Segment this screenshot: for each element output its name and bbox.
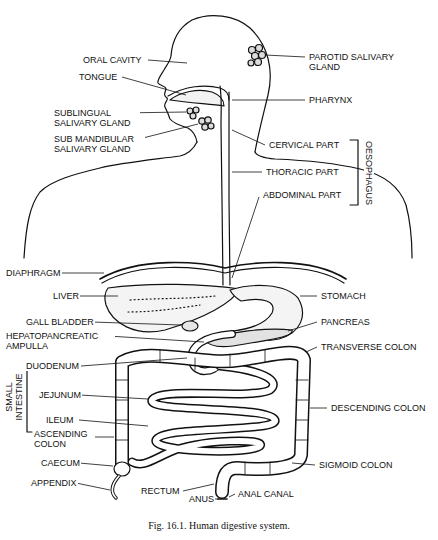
body-outline: [255, 152, 412, 258]
body-outline: [24, 142, 197, 258]
large-intestine: [122, 353, 304, 492]
appendix: [112, 476, 119, 498]
part-label: SMALL INTESTINE: [4, 360, 25, 434]
part-label: ABDOMINAL PART: [262, 190, 342, 200]
part-label: ANUS: [188, 494, 215, 504]
part-label: ORAL CAVITY: [82, 55, 143, 65]
sublingual-gland: [187, 107, 199, 119]
part-label: ANAL CANAL: [237, 489, 295, 499]
head-outline: [158, 16, 270, 152]
part-label: DUODENUM: [25, 361, 80, 371]
anus: [217, 498, 227, 500]
part-label: SUB MANDIBULAR SALIVARY GLAND: [53, 134, 145, 155]
caecum: [114, 462, 130, 476]
part-label: PANCREAS: [320, 317, 371, 327]
appendix: [112, 476, 119, 498]
part-label: DESCENDING COLON: [330, 403, 427, 413]
part-label: GALL BLADDER: [25, 317, 95, 327]
submandibular-gland: [199, 117, 214, 130]
oesophagus: [229, 92, 230, 285]
part-label: RECTUM: [140, 486, 181, 496]
part-label: STOMACH: [320, 291, 367, 301]
bracket: [350, 140, 358, 205]
part-label: APPENDIX: [30, 478, 78, 488]
figure-caption: Fig. 16.1. Human digestive system.: [0, 520, 438, 531]
part-label: HEPATOPANCREATIC AMPULLA: [5, 331, 115, 352]
part-label: CERVICAL PART: [268, 140, 340, 150]
colon-haustra: [116, 350, 308, 474]
small-intestine: [132, 366, 275, 464]
gall-bladder: [182, 321, 198, 331]
part-label: LIVER: [52, 291, 80, 301]
diaphragm: [102, 267, 344, 283]
liver: [128, 296, 215, 312]
part-label: PHARYNX: [308, 95, 353, 105]
part-label: TONGUE: [78, 72, 118, 82]
parotid-gland: [248, 45, 266, 67]
part-label: JEJUNUM: [38, 390, 82, 400]
part-label: TRANSVERSE COLON: [320, 342, 418, 352]
part-label: DIAPHRAGM: [5, 268, 62, 278]
oesophagus: [220, 86, 223, 285]
part-label: ASCENDING COLON: [33, 429, 95, 450]
part-label: THORACIC PART: [265, 167, 340, 177]
part-label: SUBLINGUAL SALIVARY GLAND: [53, 108, 140, 129]
part-label: OESOPHAGUS: [364, 140, 374, 206]
part-label: ILEUM: [45, 415, 75, 425]
part-label: SIGMOID COLON: [318, 460, 394, 470]
part-label: PAROTID SALIVARY GLAND: [308, 52, 405, 73]
part-label: CAECUM: [40, 458, 81, 468]
large-intestine: [122, 353, 304, 492]
bracket: [27, 362, 32, 432]
small-intestine: [132, 366, 275, 464]
